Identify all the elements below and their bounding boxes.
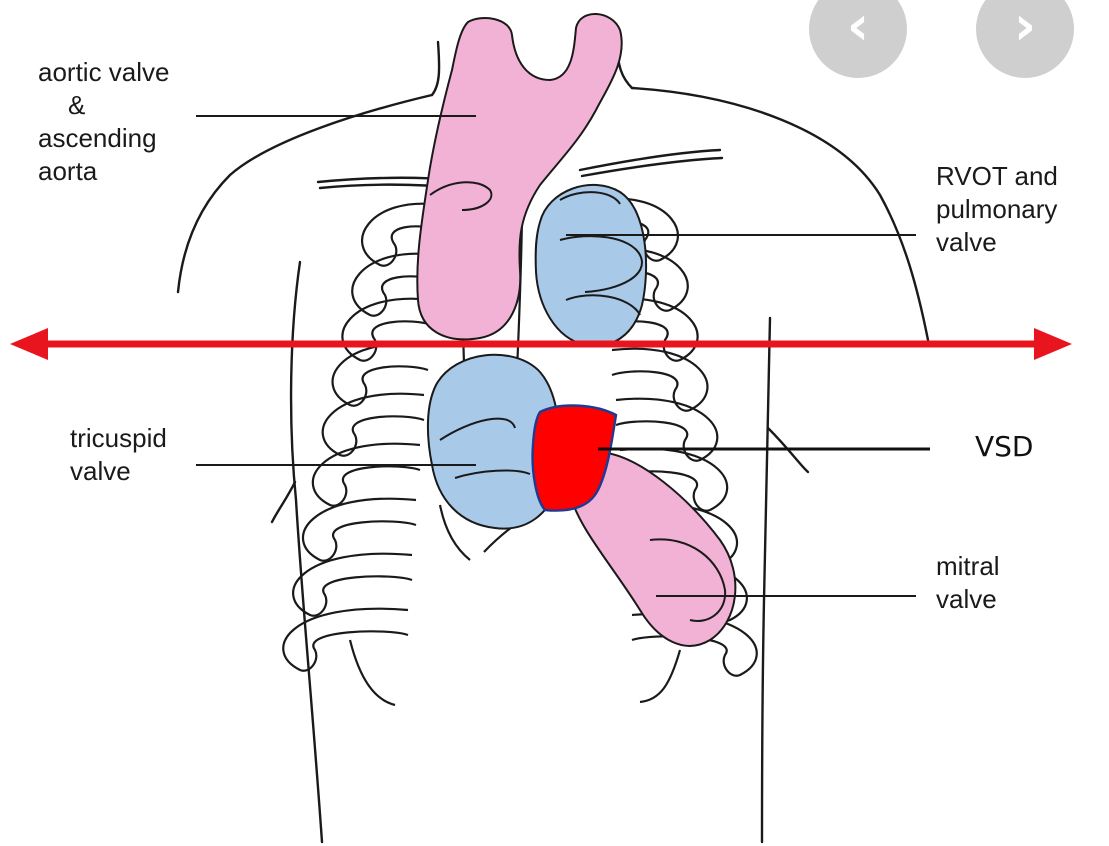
rvot-label-line-3: valve [936,226,1058,259]
rib-arc [616,399,717,461]
rib-arc [283,609,408,671]
mitral-valve-label: mitral valve [936,550,1000,616]
rib-arc [293,554,412,616]
aortic-valve-label: aortic valve & ascending aorta [38,56,170,188]
rib-arc [303,499,416,561]
rib-arc [313,444,420,506]
vsd-label: VSD [975,430,1034,463]
aortic-label-line-4: aorta [38,155,170,188]
tricuspid-label-line-1: tricuspid [70,422,167,455]
arrow-right-head [1034,328,1072,360]
rib-arc [333,344,428,406]
aortic-label-line-3: ascending [38,122,170,155]
rib-arc [640,650,680,702]
rvot-label-line-2: pulmonary [936,193,1058,226]
aortic-label-line-1: aortic valve [38,56,170,89]
chevron-right-icon: › [1014,0,1036,57]
rvot-label-line-1: RVOT and [936,160,1058,193]
rvot-pulmonary-label: RVOT and pulmonary valve [936,160,1058,259]
rib-arc [350,640,395,705]
mitral-label-line-1: mitral [936,550,1000,583]
arrow-left-head [10,328,48,360]
leader-lines [196,116,916,596]
tricuspid-label-line-2: valve [70,455,167,488]
chevron-left-icon: ‹ [847,0,869,57]
aortic-label-line-2: & [38,89,170,122]
mitral-label-line-2: valve [936,583,1000,616]
tricuspid-valve-label: tricuspid valve [70,422,167,488]
rib-arc [323,394,424,456]
horizontal-red-double-arrow [10,328,1072,360]
rvot-pulmonary-valve-shape [536,185,646,346]
rib-arc [612,349,707,411]
